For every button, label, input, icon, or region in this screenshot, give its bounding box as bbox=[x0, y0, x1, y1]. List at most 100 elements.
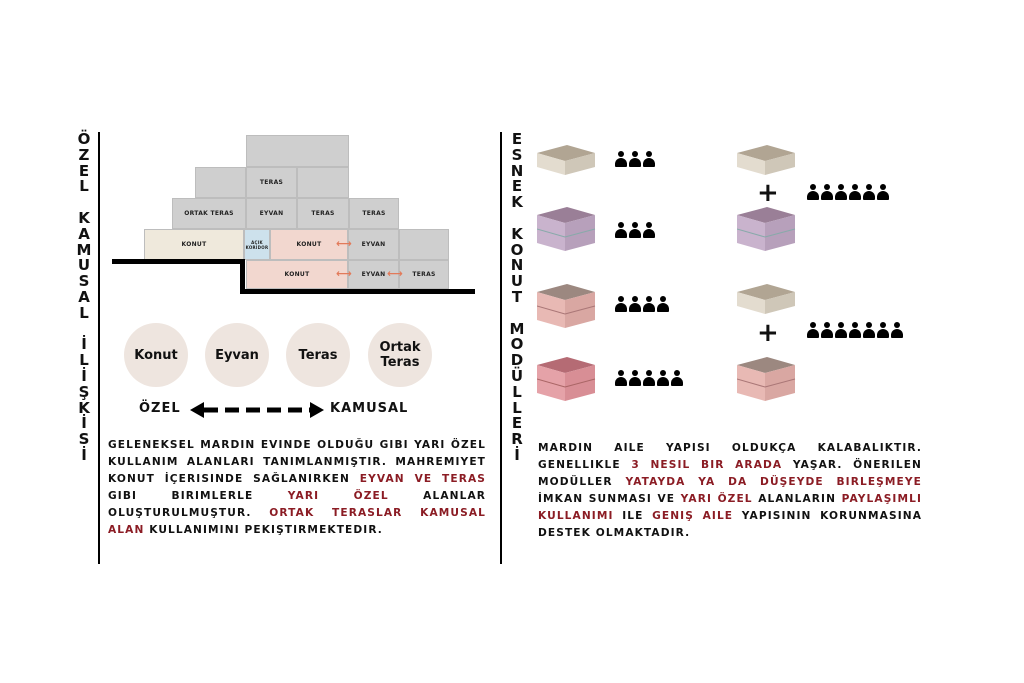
teras-mid: Teras bbox=[297, 198, 349, 229]
circle-ortak-teras: Ortak Teras bbox=[368, 323, 432, 387]
title-letter: Ü bbox=[510, 366, 524, 385]
person-icon bbox=[643, 222, 655, 238]
arrow-eyvan-teras: ⟷ bbox=[387, 267, 403, 280]
arrow-konut-eyvan-2: ⟷ bbox=[336, 267, 352, 280]
module-1-single bbox=[537, 145, 595, 175]
person-icon bbox=[821, 322, 833, 338]
title-letter: U bbox=[510, 272, 524, 291]
highlight-text: 3 NESIL BIR ARADA bbox=[631, 459, 783, 471]
right-paragraph: MARDIN AILE YAPISI OLDUKÇA KALABALIKTIR.… bbox=[538, 440, 922, 542]
upper-right-block bbox=[297, 167, 349, 198]
plus-sign-2: + bbox=[757, 318, 779, 348]
circle-teras: Teras bbox=[286, 323, 350, 387]
plus-sign-1: + bbox=[757, 178, 779, 208]
person-icon bbox=[629, 296, 641, 312]
body-text: ALANLARIN bbox=[752, 493, 842, 505]
person-icon bbox=[877, 184, 889, 200]
module-8-double-pink bbox=[737, 357, 796, 401]
teras-right: Teras bbox=[349, 198, 399, 229]
person-icon bbox=[849, 184, 861, 200]
highlight-text: EYVAN VE TERAS bbox=[359, 473, 486, 485]
person-icon bbox=[821, 184, 833, 200]
highlight-text: YATAYDA YA DA DÜŞEYDE BIRLEŞMEYE bbox=[625, 476, 922, 488]
title-letter: D bbox=[510, 351, 524, 370]
person-icon bbox=[657, 296, 669, 312]
title-letter: İ bbox=[81, 445, 87, 464]
title-letter: L bbox=[79, 177, 89, 196]
konut-ground: Konut bbox=[144, 229, 244, 260]
acik-koridor: Açık Koridor bbox=[244, 229, 270, 260]
title-letter: L bbox=[512, 398, 522, 417]
person-icon bbox=[629, 370, 641, 386]
people-group-6 bbox=[807, 322, 903, 338]
person-icon bbox=[615, 151, 627, 167]
body-text: MARDIN AILE YAPISI OLDUKÇA KALABALIKTIR.… bbox=[538, 442, 922, 471]
ground-line-upper bbox=[112, 259, 244, 264]
axis-kamusal-label: KAMUSAL bbox=[330, 401, 409, 416]
eyvan-upper: Eyvan bbox=[246, 198, 297, 229]
ground-line-lower bbox=[240, 289, 475, 294]
highlight-text: GENIŞ AILE bbox=[652, 510, 734, 522]
person-icon bbox=[877, 322, 889, 338]
body-text: GIBI BIRIMLERLE bbox=[108, 490, 288, 502]
person-icon bbox=[643, 370, 655, 386]
title-letter: E bbox=[511, 130, 523, 148]
module-4-double-red bbox=[537, 357, 596, 401]
title-letter: S bbox=[78, 272, 90, 291]
person-icon bbox=[629, 222, 641, 238]
title-letter: O bbox=[510, 240, 524, 259]
title-letter: U bbox=[77, 256, 91, 275]
title-letter: K bbox=[511, 193, 523, 212]
person-icon bbox=[835, 184, 847, 200]
people-group-1 bbox=[615, 151, 655, 167]
body-text: GELENEKSEL MARDIN EVINDE OLDUĞU GIBI YAR… bbox=[108, 439, 486, 485]
module-6-double bbox=[737, 207, 796, 251]
person-icon bbox=[849, 322, 861, 338]
person-icon bbox=[615, 222, 627, 238]
left-paragraph: GELENEKSEL MARDIN EVINDE OLDUĞU GIBI YAR… bbox=[108, 437, 486, 539]
konut-mid: Konut bbox=[270, 229, 348, 260]
highlight-text: YARI ÖZEL bbox=[680, 493, 753, 505]
title-letter: E bbox=[511, 414, 523, 433]
module-2-double bbox=[537, 207, 596, 251]
title-letter: E bbox=[511, 177, 523, 196]
title-letter: N bbox=[510, 256, 524, 275]
title-letter: A bbox=[78, 224, 90, 243]
title-letter: İ bbox=[514, 445, 520, 464]
body-text: YAPISININ KORUNMASINA DESTEK OLMAKTADIR. bbox=[538, 510, 923, 539]
title-letter: İ bbox=[81, 414, 87, 433]
circle-eyvan: Eyvan bbox=[205, 323, 269, 387]
body-text: ILE bbox=[613, 510, 653, 522]
title-letter: N bbox=[510, 161, 524, 180]
title-letter: R bbox=[511, 430, 523, 449]
body-text: KULLANIMINI PEKIŞTIRMEKTEDIR. bbox=[144, 524, 383, 536]
title-letter: A bbox=[78, 287, 90, 306]
module-3-double-pink bbox=[537, 284, 596, 328]
person-icon bbox=[807, 184, 819, 200]
title-letter: T bbox=[511, 287, 523, 306]
ortak-teras: Ortak Teras bbox=[172, 198, 246, 229]
person-icon bbox=[629, 151, 641, 167]
title-letter: S bbox=[511, 145, 523, 164]
title-letter: Z bbox=[78, 145, 90, 164]
teras-top: Teras bbox=[246, 167, 297, 198]
title-letter: Ş bbox=[78, 382, 90, 401]
person-icon bbox=[671, 370, 683, 386]
person-icon bbox=[807, 322, 819, 338]
person-icon bbox=[835, 322, 847, 338]
title-letter: K bbox=[78, 208, 90, 227]
title-letter: M bbox=[76, 240, 92, 259]
right-block bbox=[399, 229, 449, 260]
arrow-konut-eyvan-1: ⟷ bbox=[336, 237, 352, 250]
left-divider bbox=[98, 132, 100, 564]
title-letter: Ö bbox=[77, 130, 91, 148]
title-letter: M bbox=[509, 319, 525, 338]
right-divider bbox=[500, 132, 502, 564]
body-text: YAŞAR. ÖNERILEN MODÜLLER bbox=[538, 459, 923, 488]
axis-ozel-label: ÖZEL bbox=[139, 401, 181, 416]
module-5-top bbox=[737, 145, 795, 175]
ground-step bbox=[240, 259, 245, 294]
body-text: İMKAN SUNMASI VE bbox=[538, 493, 681, 505]
